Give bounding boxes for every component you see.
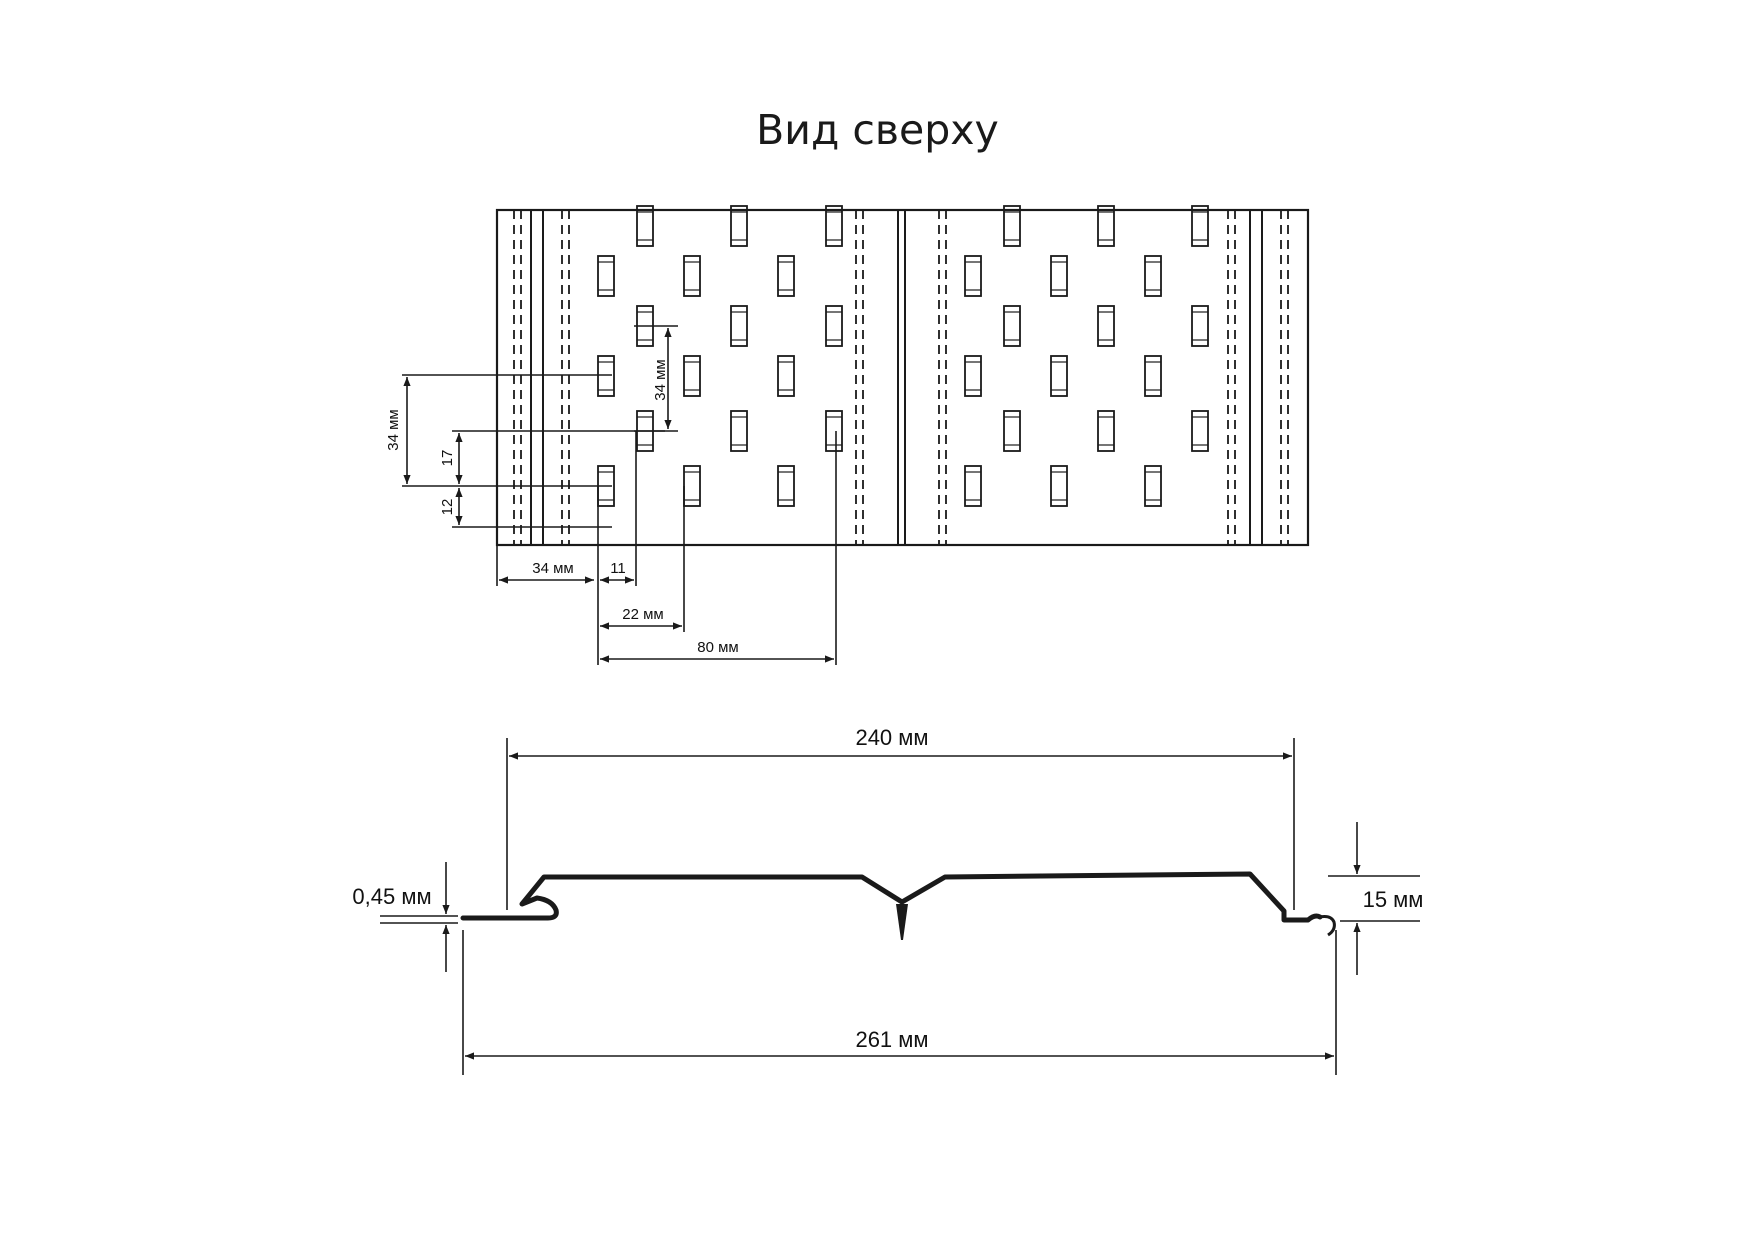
profile-outline [460,871,1323,923]
perforation-slot [1144,465,1162,507]
perforation-slot [1144,355,1162,397]
perforation-slot [1050,465,1068,507]
dim-step-80-label: 80 мм [697,639,738,656]
perforation-slot [1003,205,1021,247]
dim-offset-17-label: 17 [439,450,456,467]
perforation-slot [825,305,843,347]
panel-outline [495,208,1310,547]
dim-working-width-label: 240 мм [855,725,928,750]
drawing-title: Вид сверху [756,106,999,154]
perforation-slot [683,255,701,297]
panel-dashed-lines [513,210,1289,545]
perforation-slot [730,410,748,452]
dim-rows-pitch-label: 34 мм [385,409,402,450]
profile-section [460,871,1336,940]
perforation-slot [1097,410,1115,452]
perforation-slot [964,465,982,507]
perforation-slot [1097,205,1115,247]
dim-height-label: 15 мм [1363,887,1424,912]
perforation-slot [777,255,795,297]
dim-slot-11-label: 11 [610,560,626,577]
top-view-panel [495,205,1310,547]
perforation-slot [825,410,843,452]
perforation-slot [1097,305,1115,347]
perforation-slot [1050,355,1068,397]
dim-step-22-label: 22 мм [622,606,663,623]
perforation-slot [597,255,615,297]
profile-center-rib [896,904,908,940]
perforation-slot [730,305,748,347]
perforation-slot [777,355,795,397]
perforation-slot [1003,305,1021,347]
perforation-slot [597,355,615,397]
profile-dimensions [380,738,1420,1075]
perforation-slot [683,355,701,397]
perforation-slot [730,205,748,247]
perforation-slot [1191,305,1209,347]
perforation-slots [597,205,1209,507]
perforation-slot [1191,410,1209,452]
dim-total-width-label: 261 мм [855,1027,928,1052]
perforation-slot [1050,255,1068,297]
dim-inner-pitch-label: 34 мм [652,359,669,400]
perforation-slot [1191,205,1209,247]
perforation-slot [1003,410,1021,452]
perforation-slot [825,205,843,247]
perforation-slot [777,465,795,507]
panel-seam-lines [530,210,1263,545]
dim-thickness-label: 0,45 мм [352,884,431,909]
top-view-dimensions [402,325,837,665]
perforation-slot [1144,255,1162,297]
perforation-slot [964,255,982,297]
perforation-slot [964,355,982,397]
perforation-slot [636,205,654,247]
dim-edge-34-label: 34 мм [532,560,573,577]
profile-right-hook [1319,915,1336,937]
dim-offset-12-label: 12 [439,499,456,516]
